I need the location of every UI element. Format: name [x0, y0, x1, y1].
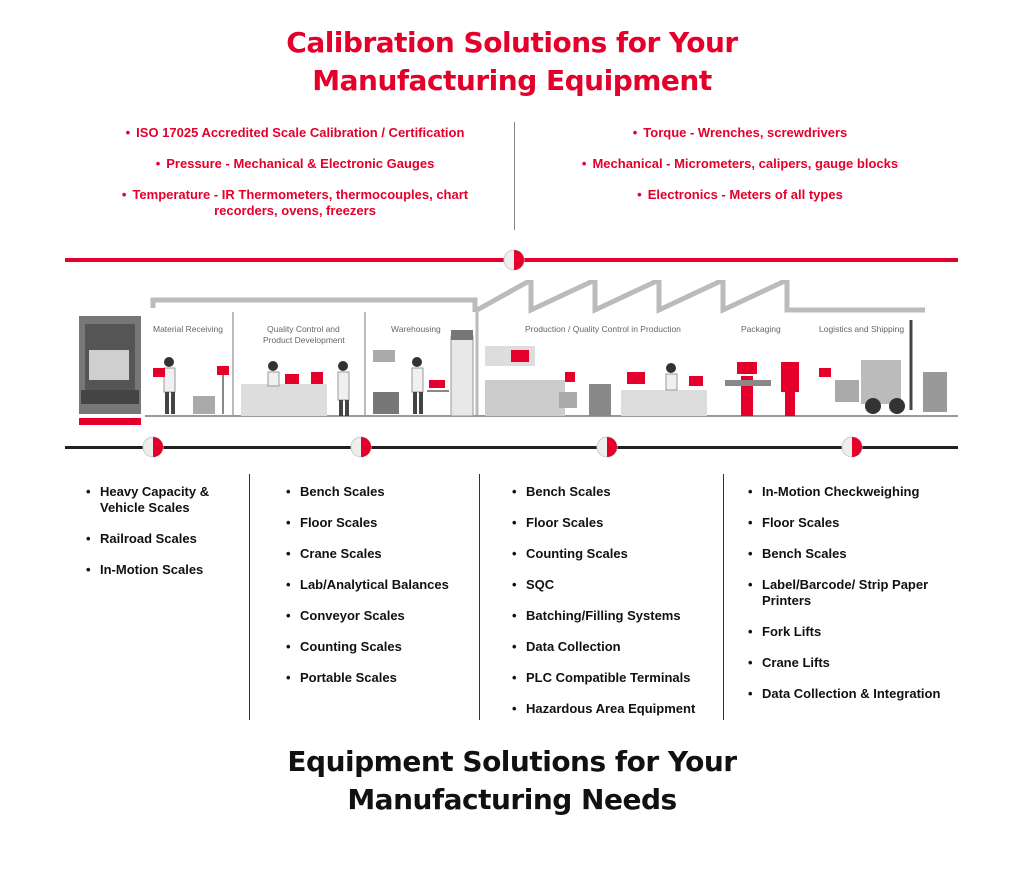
list-item: Conveyor Scales: [286, 608, 476, 624]
marker-icon: [142, 436, 164, 458]
section-title: Equipment Solutions for Your Manufacturi…: [0, 743, 1024, 819]
list-item: Floor Scales: [286, 515, 476, 531]
list-item: Heavy Capacity & Vehicle Scales: [86, 484, 236, 516]
page-title: Calibration Solutions for Your Manufactu…: [0, 24, 1024, 100]
zone-label: Warehousing: [391, 324, 441, 334]
list-item: In-Motion Scales: [86, 562, 236, 578]
calibration-item: •ISO 17025 Accredited Scale Calibration …: [125, 125, 465, 140]
calibration-item: •Electronics - Meters of all types: [637, 187, 843, 202]
list-item: In-Motion Checkweighing: [748, 484, 958, 500]
list-item: Crane Lifts: [748, 655, 958, 671]
equipment-list-production: Bench Scales Floor Scales Counting Scale…: [512, 484, 712, 732]
list-item: Data Collection: [512, 639, 712, 655]
equipment-list-receiving: Heavy Capacity & Vehicle Scales Railroad…: [86, 484, 236, 593]
list-item: Counting Scales: [286, 639, 476, 655]
title-line-2: Manufacturing Equipment: [312, 64, 712, 97]
zone-label: Logistics and Shipping: [819, 324, 904, 334]
list-item: Lab/Analytical Balances: [286, 577, 476, 593]
list-item: Bench Scales: [748, 546, 958, 562]
zone-label: Material Receiving: [153, 324, 223, 334]
list-item: Label/Barcode/ Strip Paper Printers: [748, 577, 958, 609]
divider: [479, 474, 480, 720]
marker-icon: [503, 249, 525, 271]
calibration-item: •Torque - Wrenches, screwdrivers: [632, 125, 848, 140]
list-item: Bench Scales: [286, 484, 476, 500]
zone-label: Quality Control and Product Development: [263, 324, 345, 345]
list-item: Data Collection & Integration: [748, 686, 958, 702]
list-item: Floor Scales: [512, 515, 712, 531]
footer-title-line-1: Equipment Solutions for Your: [287, 745, 737, 778]
marker-icon: [596, 436, 618, 458]
list-item: SQC: [512, 577, 712, 593]
title-line-1: Calibration Solutions for Your: [286, 26, 738, 59]
list-item: Crane Scales: [286, 546, 476, 562]
list-item: Floor Scales: [748, 515, 958, 531]
list-item: PLC Compatible Terminals: [512, 670, 712, 686]
equipment-list-packaging-logistics: In-Motion Checkweighing Floor Scales Ben…: [748, 484, 958, 717]
list-item: Batching/Filling Systems: [512, 608, 712, 624]
divider: [514, 122, 515, 230]
list-item: Portable Scales: [286, 670, 476, 686]
calibration-item: •Mechanical - Micrometers, calipers, gau…: [581, 156, 899, 171]
marker-icon: [841, 436, 863, 458]
calibration-list-right: •Torque - Wrenches, screwdrivers •Mechan…: [540, 125, 940, 218]
zone-label: Packaging: [741, 324, 781, 334]
divider: [723, 474, 724, 720]
equipment-line: [65, 446, 958, 449]
calibration-item: •Temperature - IR Thermometers, thermoco…: [121, 187, 469, 218]
list-item: Bench Scales: [512, 484, 712, 500]
calibration-item: •Pressure - Mechanical & Electronic Gaug…: [155, 156, 435, 171]
footer-title-line-2: Manufacturing Needs: [347, 783, 677, 816]
marker-icon: [350, 436, 372, 458]
calibration-list-left: •ISO 17025 Accredited Scale Calibration …: [100, 125, 490, 234]
list-item: Fork Lifts: [748, 624, 958, 640]
list-item: Railroad Scales: [86, 531, 236, 547]
divider: [249, 474, 250, 720]
list-item: Hazardous Area Equipment: [512, 701, 712, 717]
equipment-list-qc-warehousing: Bench Scales Floor Scales Crane Scales L…: [286, 484, 476, 701]
list-item: Counting Scales: [512, 546, 712, 562]
factory-illustration: Material Receiving Quality Control and P…: [79, 280, 958, 425]
zone-label: Production / Quality Control in Producti…: [525, 324, 681, 334]
